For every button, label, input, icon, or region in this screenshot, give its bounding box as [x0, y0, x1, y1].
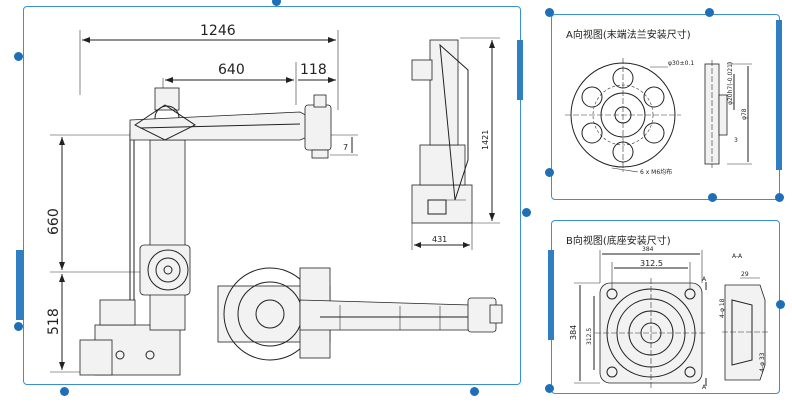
dim-pilot: φ20h7(-0.021)	[727, 62, 734, 105]
dim-upper-height: 660	[46, 208, 62, 235]
robot-top-view	[217, 267, 503, 361]
dimension-1246: 1246	[79, 23, 339, 110]
panel-b-title: B向视图(底座安装尺寸)	[566, 236, 671, 247]
panel-b-tab	[548, 250, 554, 340]
corner-dot	[545, 8, 554, 17]
dimension-vertical: 660 518	[46, 134, 160, 373]
mark-a-top: A	[702, 276, 707, 283]
corner-dot	[545, 384, 554, 393]
base-section-view: A-A 29 4-φ 18 4-φ 33	[719, 253, 768, 381]
dim-holes: 6 x M6均布	[640, 168, 672, 176]
robot-elevation-view: 1421 431	[411, 37, 500, 250]
dim-width: 384	[642, 246, 654, 253]
panel-a-title: A向视图(末端法兰安装尺寸)	[566, 30, 691, 41]
dim-inner-height: 312.5	[586, 328, 593, 345]
dim-arm-length: 640	[218, 62, 245, 78]
dimension-angle: 7	[330, 134, 358, 156]
corner-dot	[775, 193, 784, 202]
dim-top: 29	[741, 271, 749, 278]
dim-side-width: 431	[432, 235, 447, 244]
dim-bolt-circle: φ30±0.1	[668, 60, 694, 67]
dim-end-offset: 118	[300, 62, 327, 78]
dim-overall-reach: 1246	[200, 23, 236, 39]
dim-angle-small: 7	[343, 143, 348, 152]
corner-dot	[272, 0, 281, 6]
corner-dot	[708, 193, 717, 202]
flange-side-view: φ78 φ20h7(-0.021) 3	[704, 60, 752, 168]
dim-outer-dia: φ78	[741, 108, 748, 120]
mark-a-bottom: A	[702, 384, 707, 391]
corner-dot	[14, 52, 23, 61]
dim-inner-width: 312.5	[640, 259, 663, 268]
panel-a-tab	[776, 20, 782, 170]
dim-depth: 3	[734, 137, 738, 144]
dim-total-height: 1421	[481, 130, 490, 150]
corner-dot	[776, 300, 785, 309]
robot-side-view	[79, 87, 332, 376]
main-panel-right-tab	[517, 40, 523, 100]
dim-height: 384	[569, 325, 578, 340]
dim-hole-top: 4-φ 18	[719, 298, 726, 318]
corner-dot	[522, 208, 531, 217]
corner-dot	[705, 8, 714, 17]
dimension-640-118: 640 118	[162, 62, 336, 105]
dim-hole-bottom: 4-φ 33	[759, 352, 766, 372]
corner-dot	[60, 387, 69, 396]
dim-base-height: 518	[46, 308, 62, 335]
corner-dot	[14, 322, 23, 331]
flange-front-view: φ30±0.1 6 x M6均布	[565, 58, 694, 176]
corner-dot	[545, 168, 554, 177]
corner-dot	[470, 387, 479, 396]
base-plan-view: 384 312.5 384 312.5 A A	[569, 246, 707, 391]
section-label: A-A	[732, 253, 743, 260]
main-panel-side-tab	[16, 250, 24, 320]
